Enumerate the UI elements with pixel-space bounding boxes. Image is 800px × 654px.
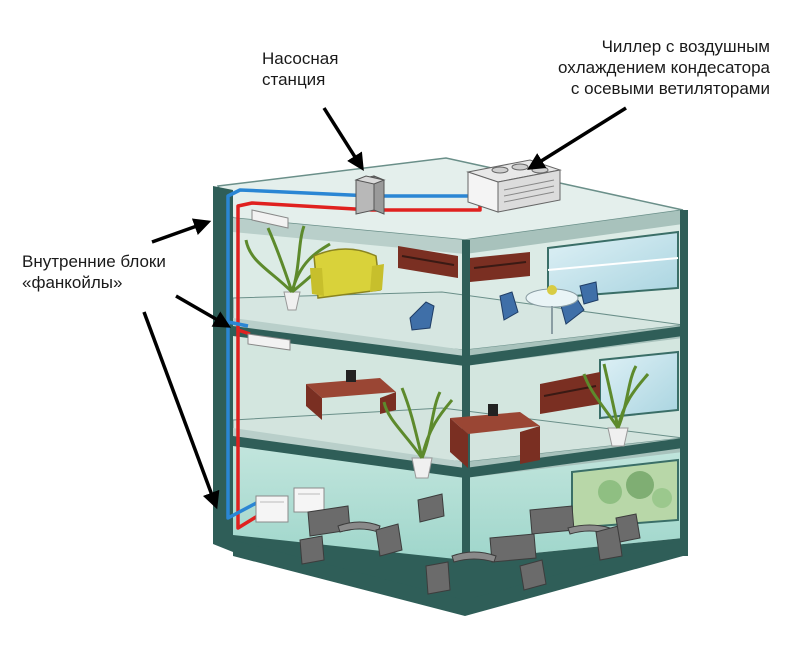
- roof-slab-front: [233, 218, 465, 254]
- ground-floor-furniture: [299, 493, 641, 595]
- top-floor-furniture: [244, 225, 599, 334]
- fancoil-label-line-2: «фанкойлы»: [22, 273, 123, 292]
- chiller-label-line-2: охлаждением кондесатора: [557, 58, 770, 77]
- pump-station-label-line-1: Насосная: [262, 49, 339, 68]
- supply-pipe: [236, 201, 482, 530]
- pump-station-icon: [354, 175, 386, 215]
- armchair-icon: [310, 248, 384, 299]
- plant-icon: [582, 363, 650, 447]
- bookshelf-icon: [398, 246, 530, 282]
- arrow-icon: [175, 294, 232, 328]
- desk-icon: [306, 370, 396, 420]
- garden-bench-icon: [299, 493, 445, 565]
- chiller-label: Чиллер с воздушным охлаждением кондесато…: [558, 36, 770, 99]
- chiller-label-line-1: Чиллер с воздушным: [601, 37, 770, 56]
- arrow-icon: [151, 218, 212, 244]
- chiller-label-line-3: с осевыми ветиляторами: [570, 79, 770, 98]
- ground-slab: [233, 535, 683, 610]
- annotation-arrows: [142, 106, 627, 510]
- fancoil-unit-icon: [247, 209, 325, 523]
- roof-slab-side: [465, 210, 683, 254]
- round-table-icon: [525, 285, 579, 334]
- building-frame: [213, 186, 688, 616]
- fancoil-label-line-1: Внутренние блоки: [22, 252, 166, 271]
- plant-icon: [382, 387, 454, 479]
- arrow-icon: [322, 107, 364, 171]
- arrow-icon: [527, 106, 627, 170]
- arrow-icon: [142, 311, 220, 510]
- office-chair-icon: [409, 281, 599, 331]
- garden-bench-icon: [425, 533, 547, 595]
- plant-icon: [244, 225, 335, 311]
- pump-station-label-line-2: станция: [262, 70, 326, 89]
- middle-floor-furniture: [306, 363, 650, 479]
- chiller-icon: [466, 159, 562, 213]
- fancoil-label: Внутренние блоки «фанкойлы»: [22, 251, 166, 293]
- garden-bench-icon: [529, 505, 641, 561]
- desk-icon: [450, 404, 540, 468]
- pump-station-label: Насосная станция: [262, 48, 338, 90]
- bookshelf-icon: [540, 372, 600, 414]
